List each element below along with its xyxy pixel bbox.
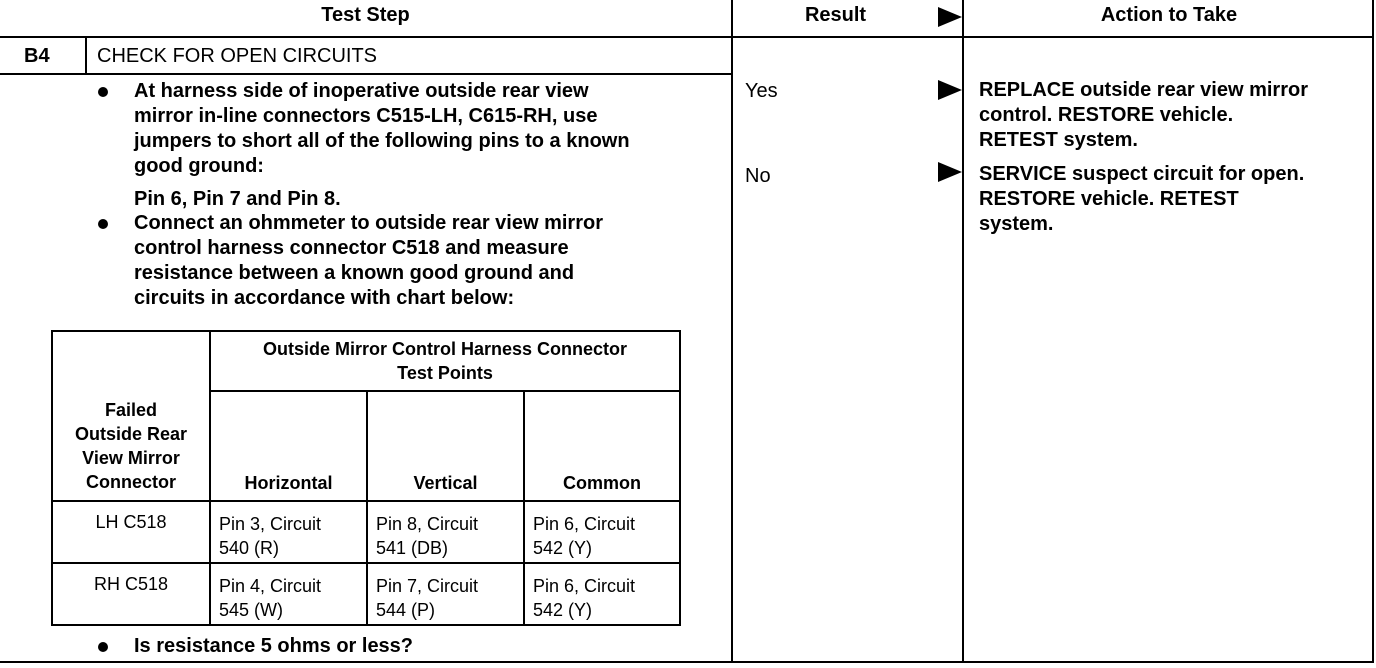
row-label: LH C518 — [51, 500, 211, 564]
result-no-arrow-icon — [938, 162, 962, 182]
group-header-line: Outside Mirror Control Harness Connector — [262, 339, 628, 359]
bullet-1-line: At harness side of inoperative outside r… — [134, 80, 589, 102]
step-id: B4 — [24, 45, 50, 67]
bullet-2-line: control harness connector C518 and measu… — [134, 237, 569, 259]
pins-line: Pin 6, Pin 7 and Pin 8. — [134, 188, 341, 210]
header-result: Result — [804, 4, 867, 26]
row-label: RH C518 — [51, 562, 211, 626]
action-yes: REPLACE outside rear view mirror control… — [979, 78, 1308, 153]
header-bottom-rule — [0, 36, 1374, 38]
action-line: SERVICE suspect circuit for open. — [979, 163, 1305, 185]
divider-step-result — [731, 0, 733, 663]
column-header-horizontal: Horizontal — [209, 390, 368, 502]
bullet-1-line: good ground: — [134, 155, 264, 177]
bullet-2-line: resistance between a known good ground a… — [134, 262, 575, 284]
bullet-1-line: mirror in-line connectors C515-LH, C615-… — [134, 105, 598, 127]
result-yes: Yes — [745, 80, 778, 102]
header-action: Action to Take — [1100, 4, 1238, 26]
row-header-line: Outside Rear — [74, 424, 188, 444]
action-line: RETEST system. — [979, 129, 1138, 151]
action-line: system. — [979, 213, 1054, 235]
row-header-line: View Mirror — [82, 448, 180, 468]
bullet-1-line: jumpers to short all of the following pi… — [134, 130, 630, 152]
step-title: CHECK FOR OPEN CIRCUITS — [97, 45, 378, 67]
bullet-2-text: Connect an ohmmeter to outside rear view… — [134, 211, 603, 311]
result-no: No — [745, 165, 771, 187]
result-yes-arrow-icon — [938, 80, 962, 100]
question-text: Is resistance 5 ohms or less? — [134, 635, 414, 657]
test-points-chart: Failed Outside Rear View Mirror Connecto… — [51, 330, 681, 626]
bullet-1-text: At harness side of inoperative outside r… — [134, 79, 630, 179]
row-header-line: Connector — [86, 472, 176, 492]
bullet-2-line: Connect an ohmmeter to outside rear view… — [134, 212, 603, 234]
action-line: RESTORE vehicle. RETEST — [979, 188, 1239, 210]
group-header-line: Test Points — [397, 363, 493, 383]
divider-result-action — [962, 0, 964, 663]
bullet-3-icon — [98, 642, 108, 652]
chart-group-header: Outside Mirror Control Harness Connector… — [209, 330, 681, 392]
action-line: REPLACE outside rear view mirror — [979, 79, 1308, 101]
bullet-2-icon — [98, 219, 108, 229]
step-id-divider — [85, 36, 87, 74]
bullet-2-line: circuits in accordance with chart below: — [134, 287, 515, 309]
column-header-vertical: Vertical — [366, 390, 525, 502]
chart-row-header: Failed Outside Rear View Mirror Connecto… — [51, 330, 211, 502]
bullet-1-icon — [98, 87, 108, 97]
header-test-step: Test Step — [321, 4, 410, 26]
row-header-line: Failed — [104, 400, 157, 420]
action-line: control. RESTORE vehicle. — [979, 104, 1234, 126]
column-header-common: Common — [523, 390, 681, 502]
step-title-rule — [0, 73, 733, 75]
action-no: SERVICE suspect circuit for open. RESTOR… — [979, 162, 1304, 237]
header-arrow-icon — [938, 7, 962, 27]
